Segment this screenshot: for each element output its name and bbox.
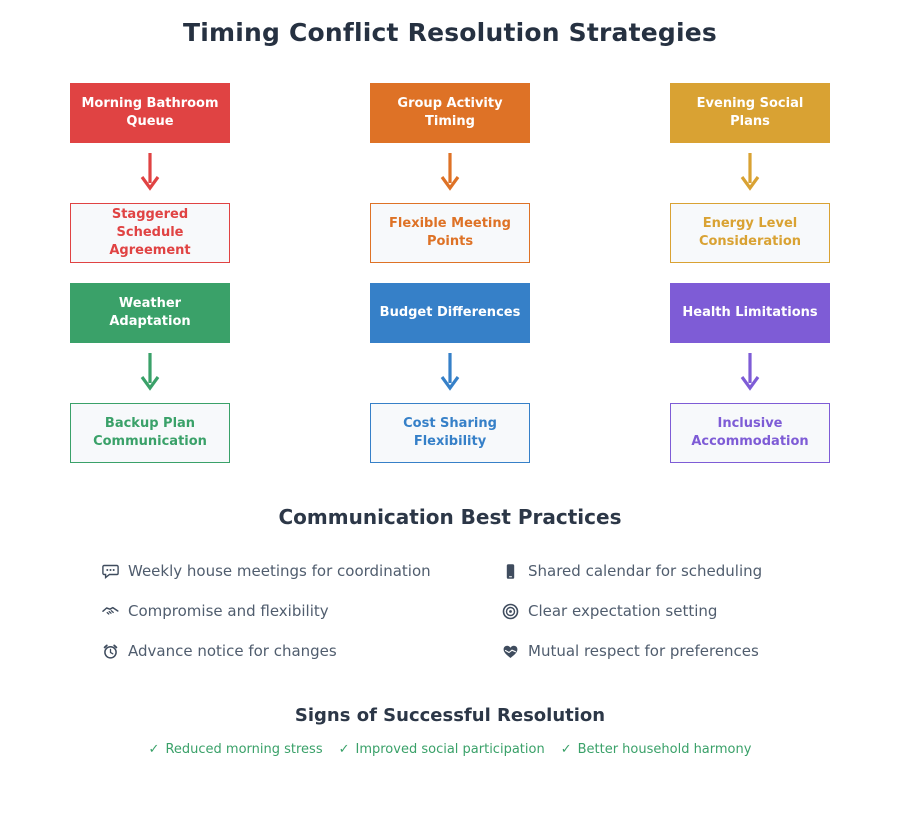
check-icon: ✓	[338, 742, 350, 757]
mobile-phone-icon	[502, 563, 519, 580]
target-icon	[502, 603, 519, 620]
list-item-label: Clear expectation setting	[528, 602, 718, 620]
list-item: Clear expectation setting	[502, 591, 762, 631]
sign-item: ✓ Better household harmony	[561, 742, 752, 757]
list-item-label: Shared calendar for scheduling	[528, 562, 763, 580]
problem-box: Evening Social Plans	[670, 83, 830, 143]
list-item-label: Mutual respect for preferences	[528, 642, 759, 660]
down-arrow-icon	[740, 343, 760, 403]
sign-item-label: Reduced morning stress	[165, 742, 323, 757]
problem-box: Weather Adaptation	[70, 283, 230, 343]
down-arrow-icon	[440, 343, 460, 403]
problem-box: Morning Bathroom Queue	[70, 83, 230, 143]
best-practices-left-column: Weekly house meetings for coordination C…	[102, 551, 502, 671]
alarm-clock-icon	[102, 643, 119, 660]
list-item: Compromise and flexibility	[102, 591, 502, 631]
check-icon: ✓	[560, 742, 572, 757]
speech-balloon-icon	[102, 563, 119, 580]
handshake-icon	[102, 603, 119, 620]
solution-box: Flexible Meeting Points	[370, 203, 530, 263]
best-practices-list: Weekly house meetings for coordination C…	[0, 551, 900, 671]
best-practices-heading: Communication Best Practices	[278, 505, 622, 529]
list-item: Shared calendar for scheduling	[502, 551, 762, 591]
sign-item-label: Improved social participation	[355, 742, 545, 757]
down-arrow-icon	[740, 143, 760, 203]
down-arrow-icon	[140, 343, 160, 403]
list-item-label: Compromise and flexibility	[128, 602, 329, 620]
solution-box: Cost Sharing Flexibility	[370, 403, 530, 463]
flow-pair-budget: Budget Differences Cost Sharing Flexibil…	[370, 283, 530, 463]
signs-list: ✓ Reduced morning stress ✓ Improved soci…	[0, 742, 900, 757]
flow-pair-morning-bathroom: Morning Bathroom Queue Staggered Schedul…	[70, 83, 230, 263]
down-arrow-icon	[140, 143, 160, 203]
down-arrow-icon	[440, 143, 460, 203]
best-practices-right-column: Shared calendar for scheduling Clear exp…	[502, 551, 762, 671]
solution-box: Inclusive Accommodation	[670, 403, 830, 463]
flow-pair-health: Health Limitations Inclusive Accommodati…	[670, 283, 830, 463]
problem-box: Budget Differences	[370, 283, 530, 343]
flow-pair-group-activity: Group Activity Timing Flexible Meeting P…	[370, 83, 530, 263]
heart-icon	[502, 643, 519, 660]
solution-box: Staggered Schedule Agreement	[70, 203, 230, 263]
sign-item: ✓ Improved social participation	[339, 742, 545, 757]
list-item-label: Advance notice for changes	[128, 642, 337, 660]
list-item-label: Weekly house meetings for coordination	[128, 562, 431, 580]
sign-item-label: Better household harmony	[577, 742, 752, 757]
problem-box: Group Activity Timing	[370, 83, 530, 143]
page-title: Timing Conflict Resolution Strategies	[182, 18, 718, 47]
list-item: Advance notice for changes	[102, 631, 502, 671]
check-icon: ✓	[148, 742, 160, 757]
list-item: Mutual respect for preferences	[502, 631, 762, 671]
flow-pair-evening-social: Evening Social Plans Energy Level Consid…	[670, 83, 830, 263]
flow-pair-weather: Weather Adaptation Backup Plan Communica…	[70, 283, 230, 463]
solution-box: Backup Plan Communication	[70, 403, 230, 463]
list-item: Weekly house meetings for coordination	[102, 551, 502, 591]
strategy-flow-diagram: Morning Bathroom Queue Staggered Schedul…	[0, 83, 900, 463]
signs-heading: Signs of Successful Resolution	[294, 705, 606, 726]
solution-box: Energy Level Consideration	[670, 203, 830, 263]
sign-item: ✓ Reduced morning stress	[149, 742, 323, 757]
problem-box: Health Limitations	[670, 283, 830, 343]
